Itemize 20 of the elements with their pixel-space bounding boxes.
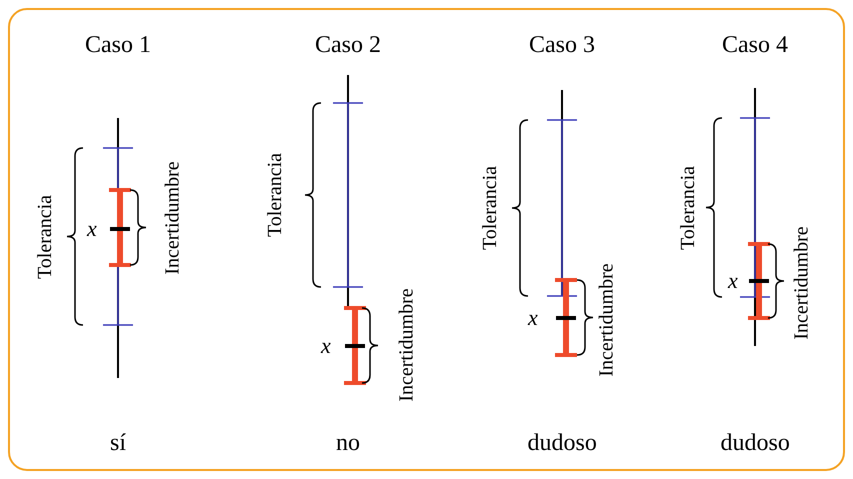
case-heading: Caso 2 [315, 33, 381, 57]
case-heading: Caso 1 [85, 33, 151, 57]
case-heading: Caso 3 [529, 33, 595, 57]
result-label: dudoso [720, 431, 790, 455]
variable-label: x [728, 270, 738, 292]
axis-label: Incertidumbre [791, 226, 812, 340]
case-heading: Caso 4 [722, 33, 788, 57]
axis-label: Tolerancia [265, 152, 286, 238]
axis-label: Tolerancia [480, 166, 500, 250]
axis-label: Incertidumbre [162, 161, 182, 275]
result-label: no [336, 431, 360, 455]
axis-label: Tolerancia [35, 194, 56, 279]
axis-label: Incertidumbre [596, 263, 616, 377]
variable-label: x [528, 307, 538, 329]
variable-label: x [321, 335, 331, 357]
result-label: sí [110, 431, 126, 455]
variable-label: x [87, 218, 97, 240]
axis-label: Incertidumbre [396, 288, 416, 402]
result-label: dudoso [528, 431, 597, 455]
axis-label: Tolerancia [678, 165, 698, 250]
